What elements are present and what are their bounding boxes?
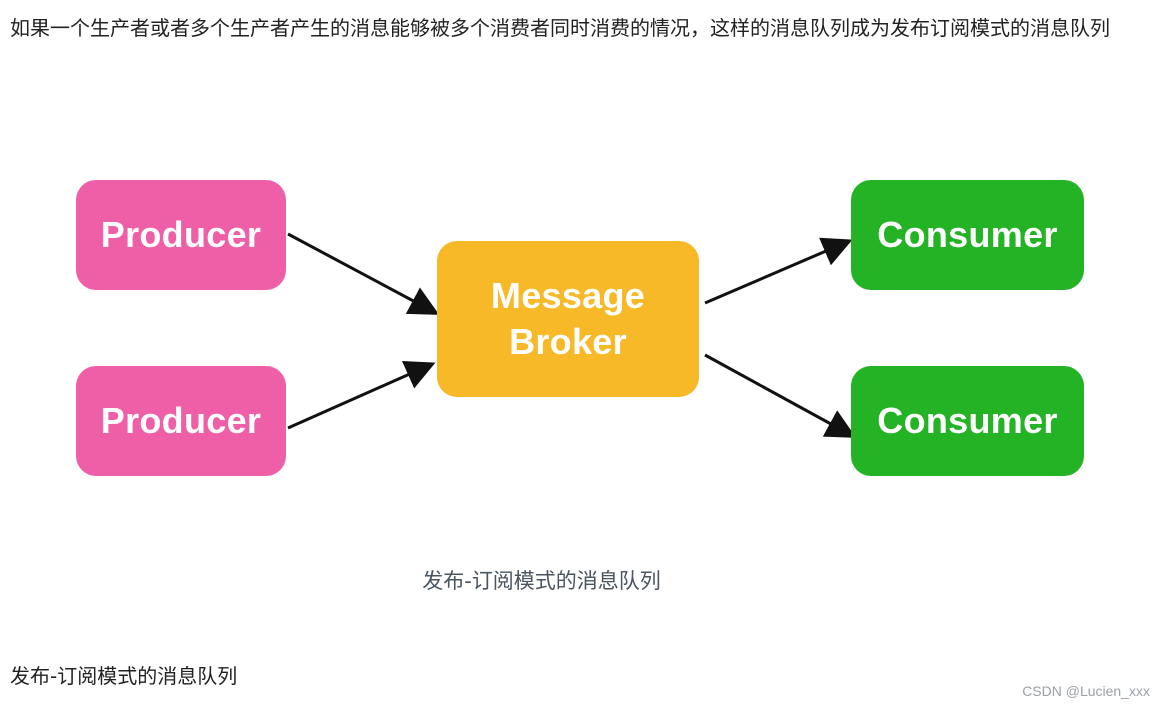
broker-label-line2: Broker [509, 321, 627, 362]
diagram-arrows [287, 232, 857, 438]
producer-label: Producer [100, 400, 262, 441]
arrow-producer-2-to-broker [287, 361, 436, 430]
footer-text: 发布-订阅模式的消息队列 [10, 664, 238, 688]
intro-paragraph: 如果一个生产者或者多个生产者产生的消息能够被多个消费者同时消费的情况，这样的消息… [10, 16, 1110, 40]
broker-label-line1: Message [490, 275, 646, 316]
arrow-broker-to-consumer-1 [704, 237, 853, 305]
consumer-box-1: Consumer [851, 180, 1084, 290]
consumer-label: Consumer [877, 214, 1058, 255]
message-broker-box: Message Broker [437, 241, 699, 397]
arrow-producer-1-to-broker [287, 232, 440, 315]
arrow-broker-to-consumer-2 [704, 353, 857, 438]
producer-box-2: Producer [76, 366, 286, 476]
producer-box-1: Producer [76, 180, 286, 290]
pub-sub-diagram: Producer Producer Message Broker Consume… [0, 150, 1165, 510]
consumer-box-2: Consumer [851, 366, 1084, 476]
consumer-label: Consumer [877, 400, 1058, 441]
figure-caption: 发布-订阅模式的消息队列 [422, 569, 661, 593]
watermark: CSDN @Lucien_xxx [1022, 683, 1150, 699]
producer-label: Producer [100, 214, 262, 255]
